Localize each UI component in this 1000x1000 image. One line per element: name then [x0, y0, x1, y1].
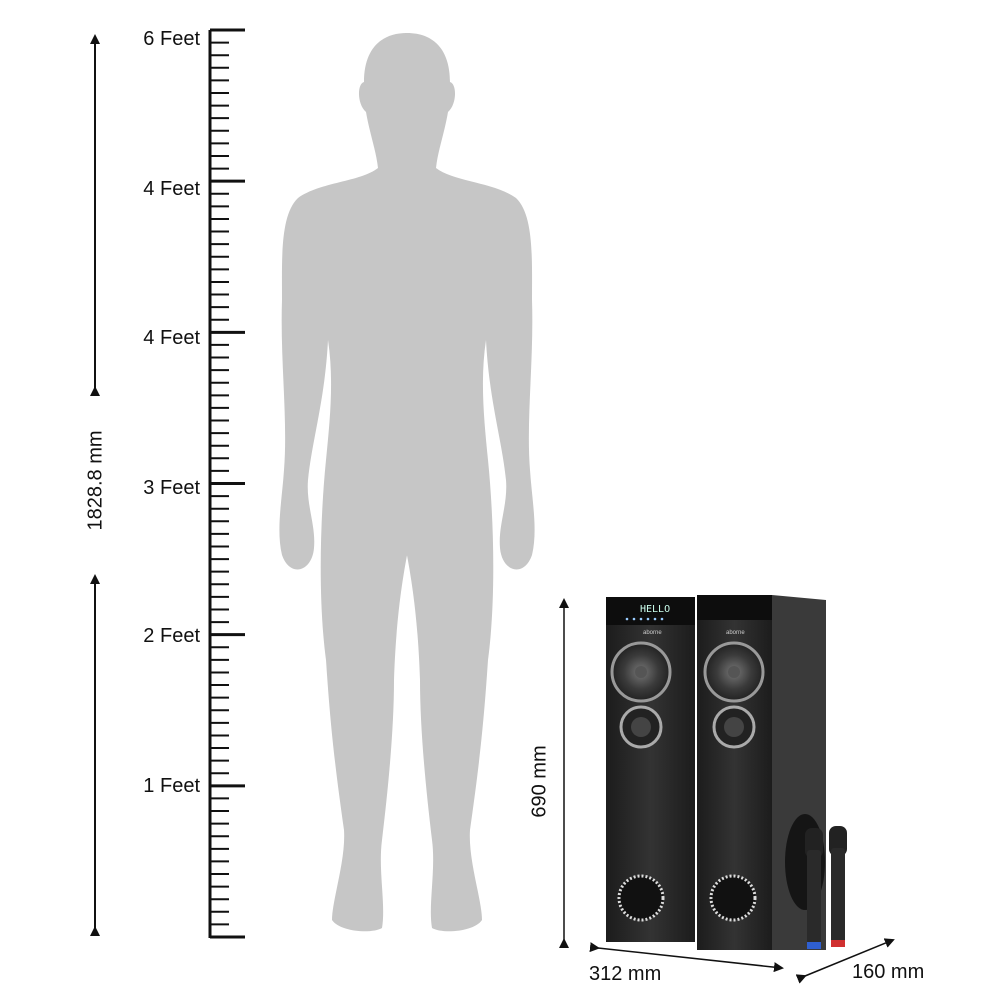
- wireless-microphones: [805, 826, 847, 949]
- speaker-width-label: 312 mm: [589, 963, 662, 985]
- brand-logo: aborne: [643, 630, 662, 636]
- speaker-height-label: 690 mm: [528, 745, 551, 818]
- display-text: HELLO: [640, 604, 670, 615]
- ruler-label: 4 Feet: [143, 327, 200, 349]
- human-silhouette: [279, 33, 535, 932]
- brand-logo: aborne: [726, 630, 745, 636]
- ruler-label: 2 Feet: [143, 625, 200, 647]
- height-ruler: [208, 28, 245, 939]
- ruler-label: 4 Feet: [143, 178, 200, 200]
- ruler-label: 6 Feet: [143, 28, 200, 50]
- person-height-label: 1828.8 mm: [84, 430, 107, 531]
- ruler-label: 1 Feet: [143, 775, 200, 797]
- speaker-depth-arrow: [795, 938, 895, 984]
- speaker-depth-label: 160 mm: [852, 961, 925, 983]
- tower-speakers: HELLO aborne aborne: [606, 595, 826, 950]
- speaker-width-arrow: [589, 942, 784, 973]
- ruler-label: 3 Feet: [143, 477, 200, 499]
